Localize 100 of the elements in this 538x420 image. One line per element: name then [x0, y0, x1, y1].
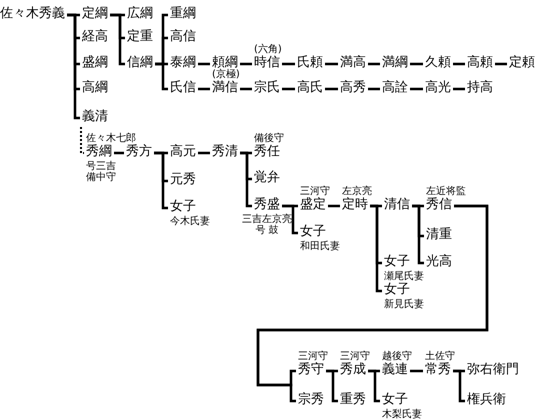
person-name: 久頼 [425, 55, 451, 71]
connector-line [453, 88, 465, 90]
person-name: 高頼 [467, 55, 493, 71]
person-name: 女子 [384, 282, 410, 298]
connector-line [325, 62, 338, 66]
person-name: 高秀 [340, 80, 366, 96]
name-annotation: 木梨氏妻 [382, 409, 422, 420]
name-annotation: 新見氏妻 [384, 299, 424, 310]
person-name: 覚弁 [254, 170, 280, 186]
name-annotation: (京極) [212, 69, 240, 80]
person-name: 秀盛 [254, 197, 280, 213]
person-name: 秀守 [298, 362, 324, 378]
person-name: 氏頼 [297, 55, 323, 71]
person-name: 元秀 [170, 172, 196, 188]
connector-line [240, 152, 252, 208]
person-name: 権兵衛 [467, 392, 506, 408]
person-name: 弥右衛門 [467, 362, 519, 378]
connector-line [155, 62, 168, 90]
person-name: 秀成 [340, 362, 366, 378]
person-name: 泰綱 [170, 55, 196, 71]
person-name: 義清 [82, 109, 108, 125]
person-name: 経高 [82, 29, 108, 45]
person-name: 義連 [382, 362, 408, 378]
connector-line [67, 14, 80, 120]
person-name: 清重 [426, 227, 452, 243]
name-annotation: 左京亮 [342, 186, 372, 197]
connector-line [328, 204, 340, 208]
person-name: 時信 [254, 55, 280, 71]
person-name: 重秀 [340, 392, 366, 408]
connector-line [326, 370, 338, 402]
name-annotation: 佐々木七郎 [86, 133, 136, 144]
connector-line [453, 62, 465, 66]
connector-line [282, 88, 295, 90]
name-annotation: 今木氏妻 [170, 216, 210, 227]
name-annotation: 越後守 [382, 351, 412, 362]
person-name: 常秀 [425, 362, 451, 378]
name-annotation: 土佐守 [425, 351, 455, 362]
person-name: 高詮 [382, 80, 408, 96]
person-name: 高光 [425, 80, 451, 96]
connector-line [368, 370, 380, 402]
person-name: 盛定 [300, 197, 326, 213]
person-name: 秀清 [212, 144, 238, 160]
connector-line [198, 152, 210, 154]
connector-line [154, 152, 168, 210]
name-annotation: (六角) [254, 44, 282, 55]
name-annotation: 瀬尾氏妻 [384, 271, 424, 282]
connector-line [368, 88, 380, 90]
person-name: 盛綱 [82, 55, 108, 71]
person-name: 高元 [170, 144, 196, 160]
connector-line [453, 370, 465, 402]
person-name: 女子 [382, 392, 408, 408]
person-name: 定重 [127, 29, 153, 45]
person-name: 重綱 [170, 6, 196, 22]
person-name: 佐々木秀義 [0, 6, 65, 22]
connector-line [240, 62, 252, 66]
name-annotation: 三河守 [298, 351, 328, 362]
person-name: 満信 [212, 80, 238, 96]
connector-line [325, 88, 338, 90]
person-name: 宗秀 [298, 392, 324, 408]
name-annotation: 和田氏妻 [300, 241, 340, 252]
connector-line [410, 370, 423, 372]
connector-line [282, 204, 298, 234]
connector-line [240, 88, 252, 90]
connector-line [368, 62, 380, 66]
person-name: 定頼 [509, 55, 535, 71]
name-annotation: 備後守 [254, 133, 284, 144]
person-name: 氏信 [170, 80, 196, 96]
person-name: 持高 [467, 80, 493, 96]
person-name: 満高 [340, 55, 366, 71]
person-name: 女子 [170, 199, 196, 215]
connector-line [410, 62, 423, 66]
person-name: 秀信 [426, 197, 452, 213]
connector-line [282, 62, 295, 66]
connector-line [198, 62, 210, 66]
connector-line [495, 62, 507, 66]
person-name: 秀綱 [86, 144, 112, 160]
connector-line [410, 88, 423, 90]
name-annotation: 三河守 [300, 186, 330, 197]
connector-line [110, 14, 125, 66]
name-annotation: 号 鼓 [255, 225, 279, 236]
name-annotation: 備中守 [86, 172, 116, 183]
person-name: 女子 [384, 254, 410, 270]
person-name: 満綱 [382, 55, 408, 71]
name-annotation: 三吉左京亮 [242, 214, 292, 225]
name-annotation: 左近将監 [426, 186, 466, 197]
person-name: 清信 [384, 197, 410, 213]
connector-line [370, 204, 382, 292]
name-annotation: 号三吉 [86, 161, 116, 172]
connector-line [114, 152, 124, 154]
connector-line [198, 88, 210, 90]
person-name: 広綱 [127, 6, 153, 22]
person-name: 女子 [300, 224, 326, 240]
person-name: 高氏 [297, 80, 323, 96]
person-name: 定時 [342, 197, 368, 213]
person-name: 高信 [170, 29, 196, 45]
name-annotation: 三河守 [340, 351, 370, 362]
person-name: 定綱 [82, 6, 108, 22]
person-name: 秀方 [126, 144, 152, 160]
dotted-line [80, 127, 84, 154]
connector-line [412, 204, 424, 264]
